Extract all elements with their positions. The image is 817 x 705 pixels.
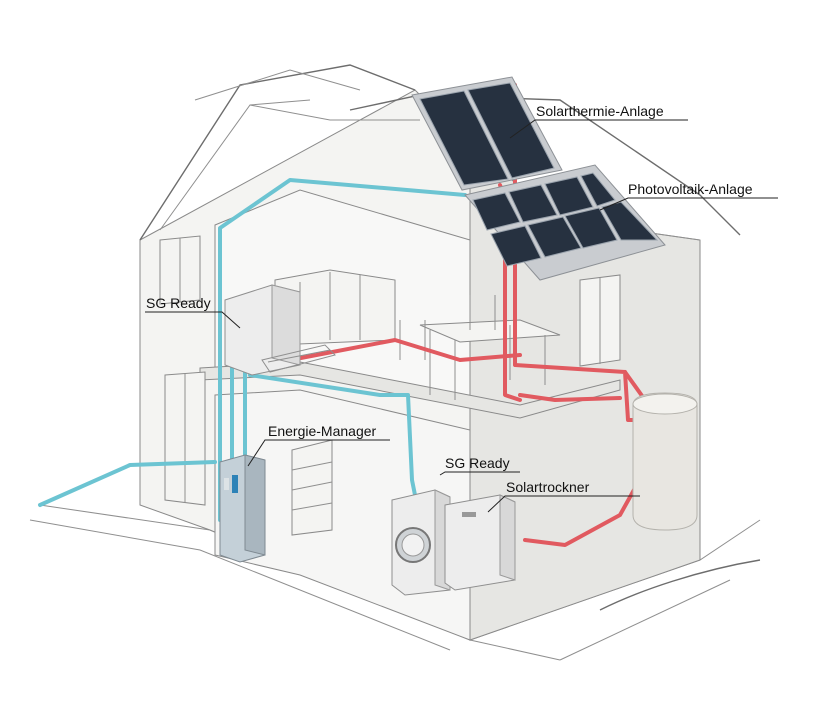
label-solartrockner: Solartrockner	[506, 479, 590, 495]
label-energie-manager: Energie-Manager	[268, 423, 377, 439]
label-sg-ready-washer: SG Ready	[445, 455, 510, 471]
energy-manager-cabinet-icon	[220, 455, 265, 562]
label-solarthermie: Solarthermie-Anlage	[536, 103, 664, 119]
washing-machine-icon	[392, 490, 450, 595]
label-photovoltaik: Photovoltaik-Anlage	[628, 181, 753, 197]
storage-tank-icon	[633, 393, 697, 530]
label-sg-ready-dishwasher: SG Ready	[146, 295, 211, 311]
dryer-icon	[445, 495, 515, 590]
